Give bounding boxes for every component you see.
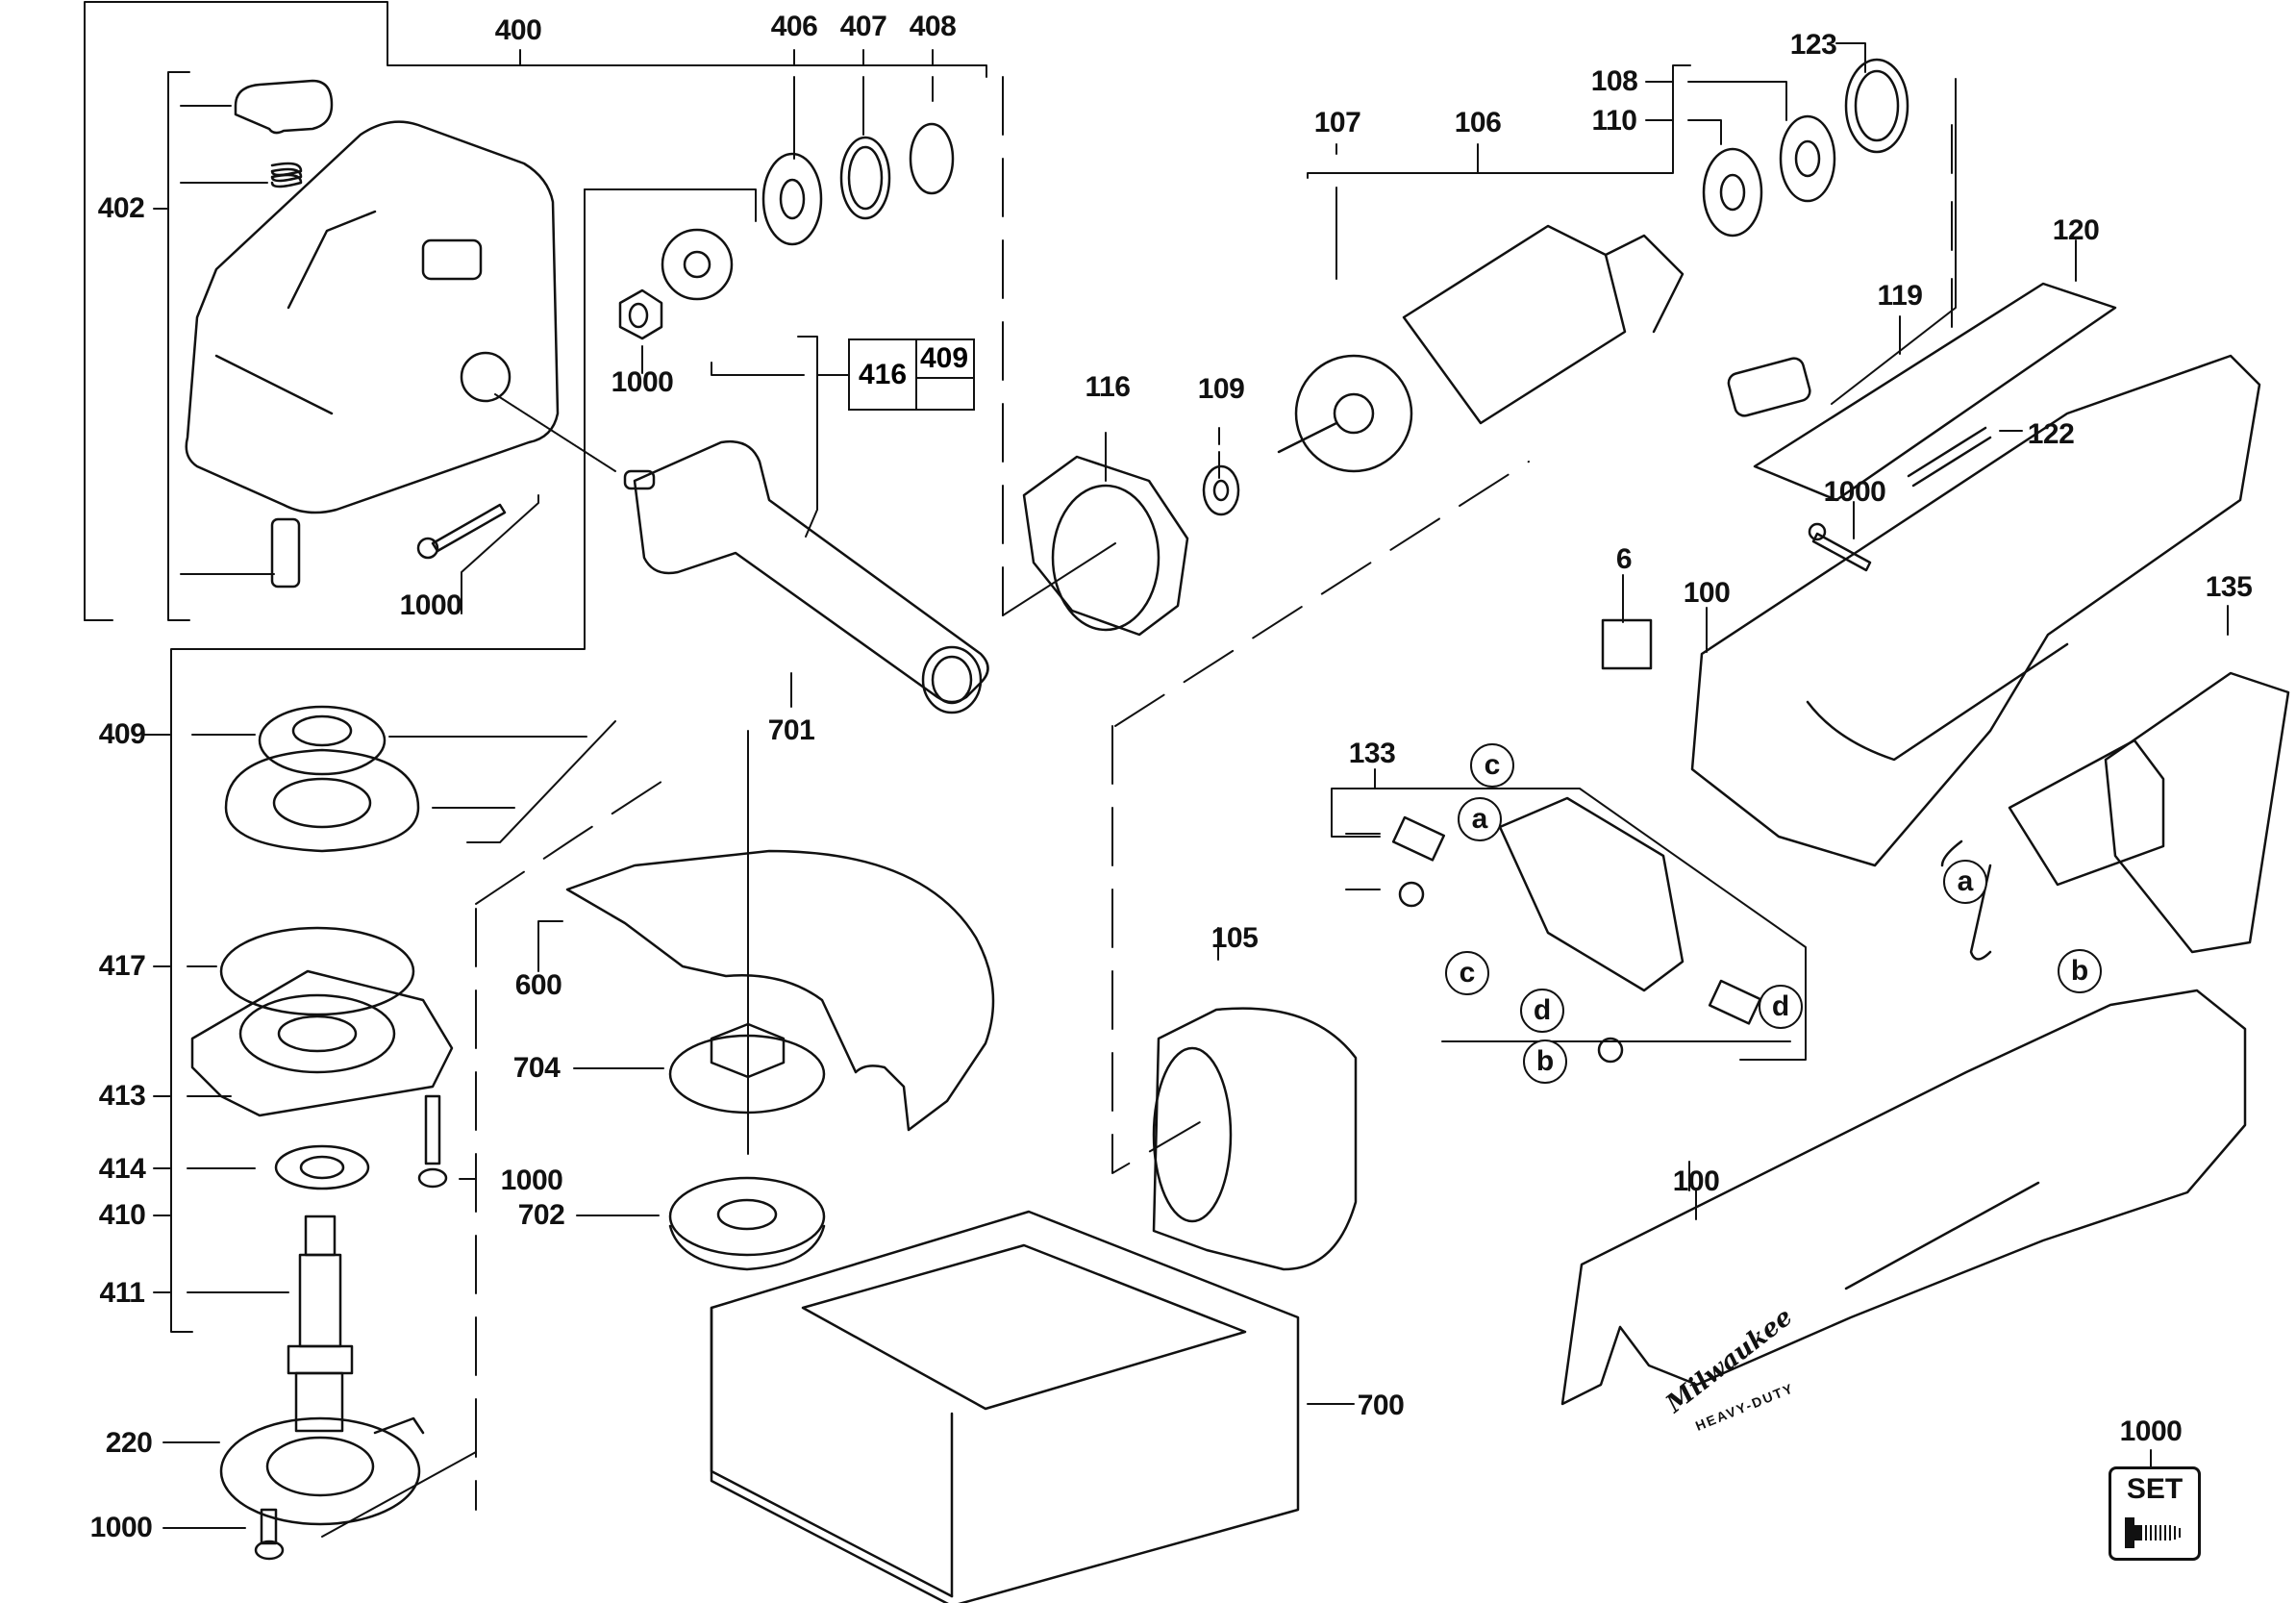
- part-switch-paddle-120: [1753, 282, 2117, 502]
- part-label-414: 414: [98, 1153, 146, 1185]
- part-switch-135: [1940, 671, 2290, 961]
- leader-lines: [84, 1, 2229, 1538]
- part-label-400: 400: [494, 14, 542, 46]
- part-label-413: 413: [98, 1080, 146, 1112]
- part-label-1000-housing: 1000: [1823, 476, 1886, 508]
- part-label-411: 411: [99, 1277, 145, 1309]
- part-label-701: 701: [767, 714, 815, 746]
- callout-a-switch: a: [1943, 860, 1987, 904]
- screw-icon: [2125, 1517, 2181, 1548]
- part-label-119: 119: [1877, 280, 1923, 312]
- part-knob-cap: [234, 79, 334, 135]
- part-label-408: 408: [909, 11, 957, 42]
- part-label-410: 410: [98, 1199, 146, 1231]
- callout-c-top: c: [1470, 743, 1514, 788]
- part-label-108: 108: [1590, 65, 1638, 97]
- part-label-100-lower: 100: [1672, 1165, 1720, 1197]
- part-screw-bottom: [254, 1508, 285, 1561]
- part-label-1000-set: 1000: [2119, 1415, 2183, 1447]
- set-badge-text: SET: [2126, 1473, 2184, 1505]
- part-label-133: 133: [1348, 738, 1396, 769]
- callout-b-switch: b: [2058, 949, 2102, 993]
- part-label-1000-bottom: 1000: [89, 1512, 153, 1543]
- callout-d-left: d: [1520, 989, 1564, 1033]
- part-fan-107: [1277, 354, 1413, 473]
- part-label-6: 6: [1615, 543, 1633, 575]
- part-stator-105: [1152, 1007, 1358, 1271]
- part-guard-600: [565, 849, 995, 1132]
- part-case-700: [710, 1210, 1300, 1603]
- callout-c-mid: c: [1445, 951, 1489, 995]
- part-bearing-plate-220: [219, 1416, 425, 1526]
- part-label-105: 105: [1210, 922, 1259, 954]
- part-bushing-109: [1202, 464, 1240, 516]
- part-label-6: [1601, 618, 1653, 670]
- part-label-406: 406: [770, 11, 818, 42]
- part-washer-414: [274, 1144, 370, 1190]
- part-label-1000-nut: 1000: [611, 366, 674, 398]
- part-screw-top: [416, 503, 507, 560]
- part-label-600: 600: [514, 969, 562, 1001]
- part-ring-408: [909, 122, 955, 195]
- part-armature-106: [1402, 224, 1685, 425]
- part-bearing-406: [761, 152, 823, 246]
- part-label-700: 700: [1357, 1390, 1405, 1421]
- part-pin: [270, 517, 301, 589]
- part-o-ring: [219, 926, 415, 1016]
- part-label-120: 120: [2052, 214, 2100, 246]
- part-label-123: 123: [1789, 29, 1837, 61]
- part-bearing-seat-123: [1844, 58, 1909, 154]
- part-housing-100-lower: [1560, 989, 2247, 1406]
- part-label-402: 402: [97, 192, 145, 224]
- part-label-220: 220: [105, 1427, 153, 1459]
- part-label-106: 106: [1454, 107, 1502, 138]
- part-label-407: 407: [839, 11, 887, 42]
- part-group-416-409: 416 409: [848, 338, 975, 411]
- part-flange-nut-704: [668, 1022, 826, 1115]
- part-label-1000-flange: 1000: [500, 1165, 563, 1196]
- part-spring-122: [1907, 426, 1992, 488]
- part-label-409: 409: [98, 718, 146, 750]
- part-screw-flange: [417, 1094, 448, 1189]
- callout-a-brush: a: [1458, 797, 1502, 841]
- part-label-100-upper: 100: [1683, 577, 1731, 609]
- part-flange-702: [668, 1176, 826, 1271]
- part-lock-button-119: [1727, 357, 1811, 417]
- part-label-135: 135: [2205, 571, 2253, 603]
- part-washer-407: [839, 136, 891, 220]
- part-label-1000-screw: 1000: [399, 589, 462, 621]
- part-spring-small: [270, 162, 303, 188]
- part-label-704: 704: [512, 1052, 561, 1084]
- part-label-409-box: 409: [915, 340, 973, 379]
- part-nut: [618, 288, 663, 340]
- part-label-116: 116: [1085, 371, 1131, 403]
- part-gear-head-cover: [185, 120, 560, 514]
- callout-b-spring: b: [1523, 1039, 1567, 1084]
- part-label-417: 417: [98, 950, 146, 982]
- part-label-107: 107: [1313, 107, 1361, 138]
- part-bevel-gear: [224, 705, 420, 853]
- callout-d-right: d: [1759, 985, 1803, 1029]
- part-brush-holder-133: [1391, 796, 1762, 1064]
- part-gasket-116: [1022, 455, 1189, 637]
- part-flange-413: [190, 969, 454, 1117]
- part-housing-100-upper: [1690, 354, 2261, 867]
- part-label-109: 109: [1197, 373, 1245, 405]
- part-bearing-110: [1702, 147, 1763, 238]
- screw-set-badge: SET: [2109, 1466, 2201, 1561]
- part-bearing-108: [1779, 114, 1836, 203]
- part-label-110: 110: [1591, 105, 1637, 137]
- part-spindle: [287, 1215, 354, 1433]
- part-label-416: 416: [850, 340, 917, 409]
- part-screw-housing: [1808, 522, 1872, 572]
- part-label-702: 702: [517, 1199, 565, 1231]
- part-pinion-gear: [661, 228, 734, 301]
- part-side-handle: [623, 439, 989, 714]
- part-label-122: 122: [2027, 418, 2075, 450]
